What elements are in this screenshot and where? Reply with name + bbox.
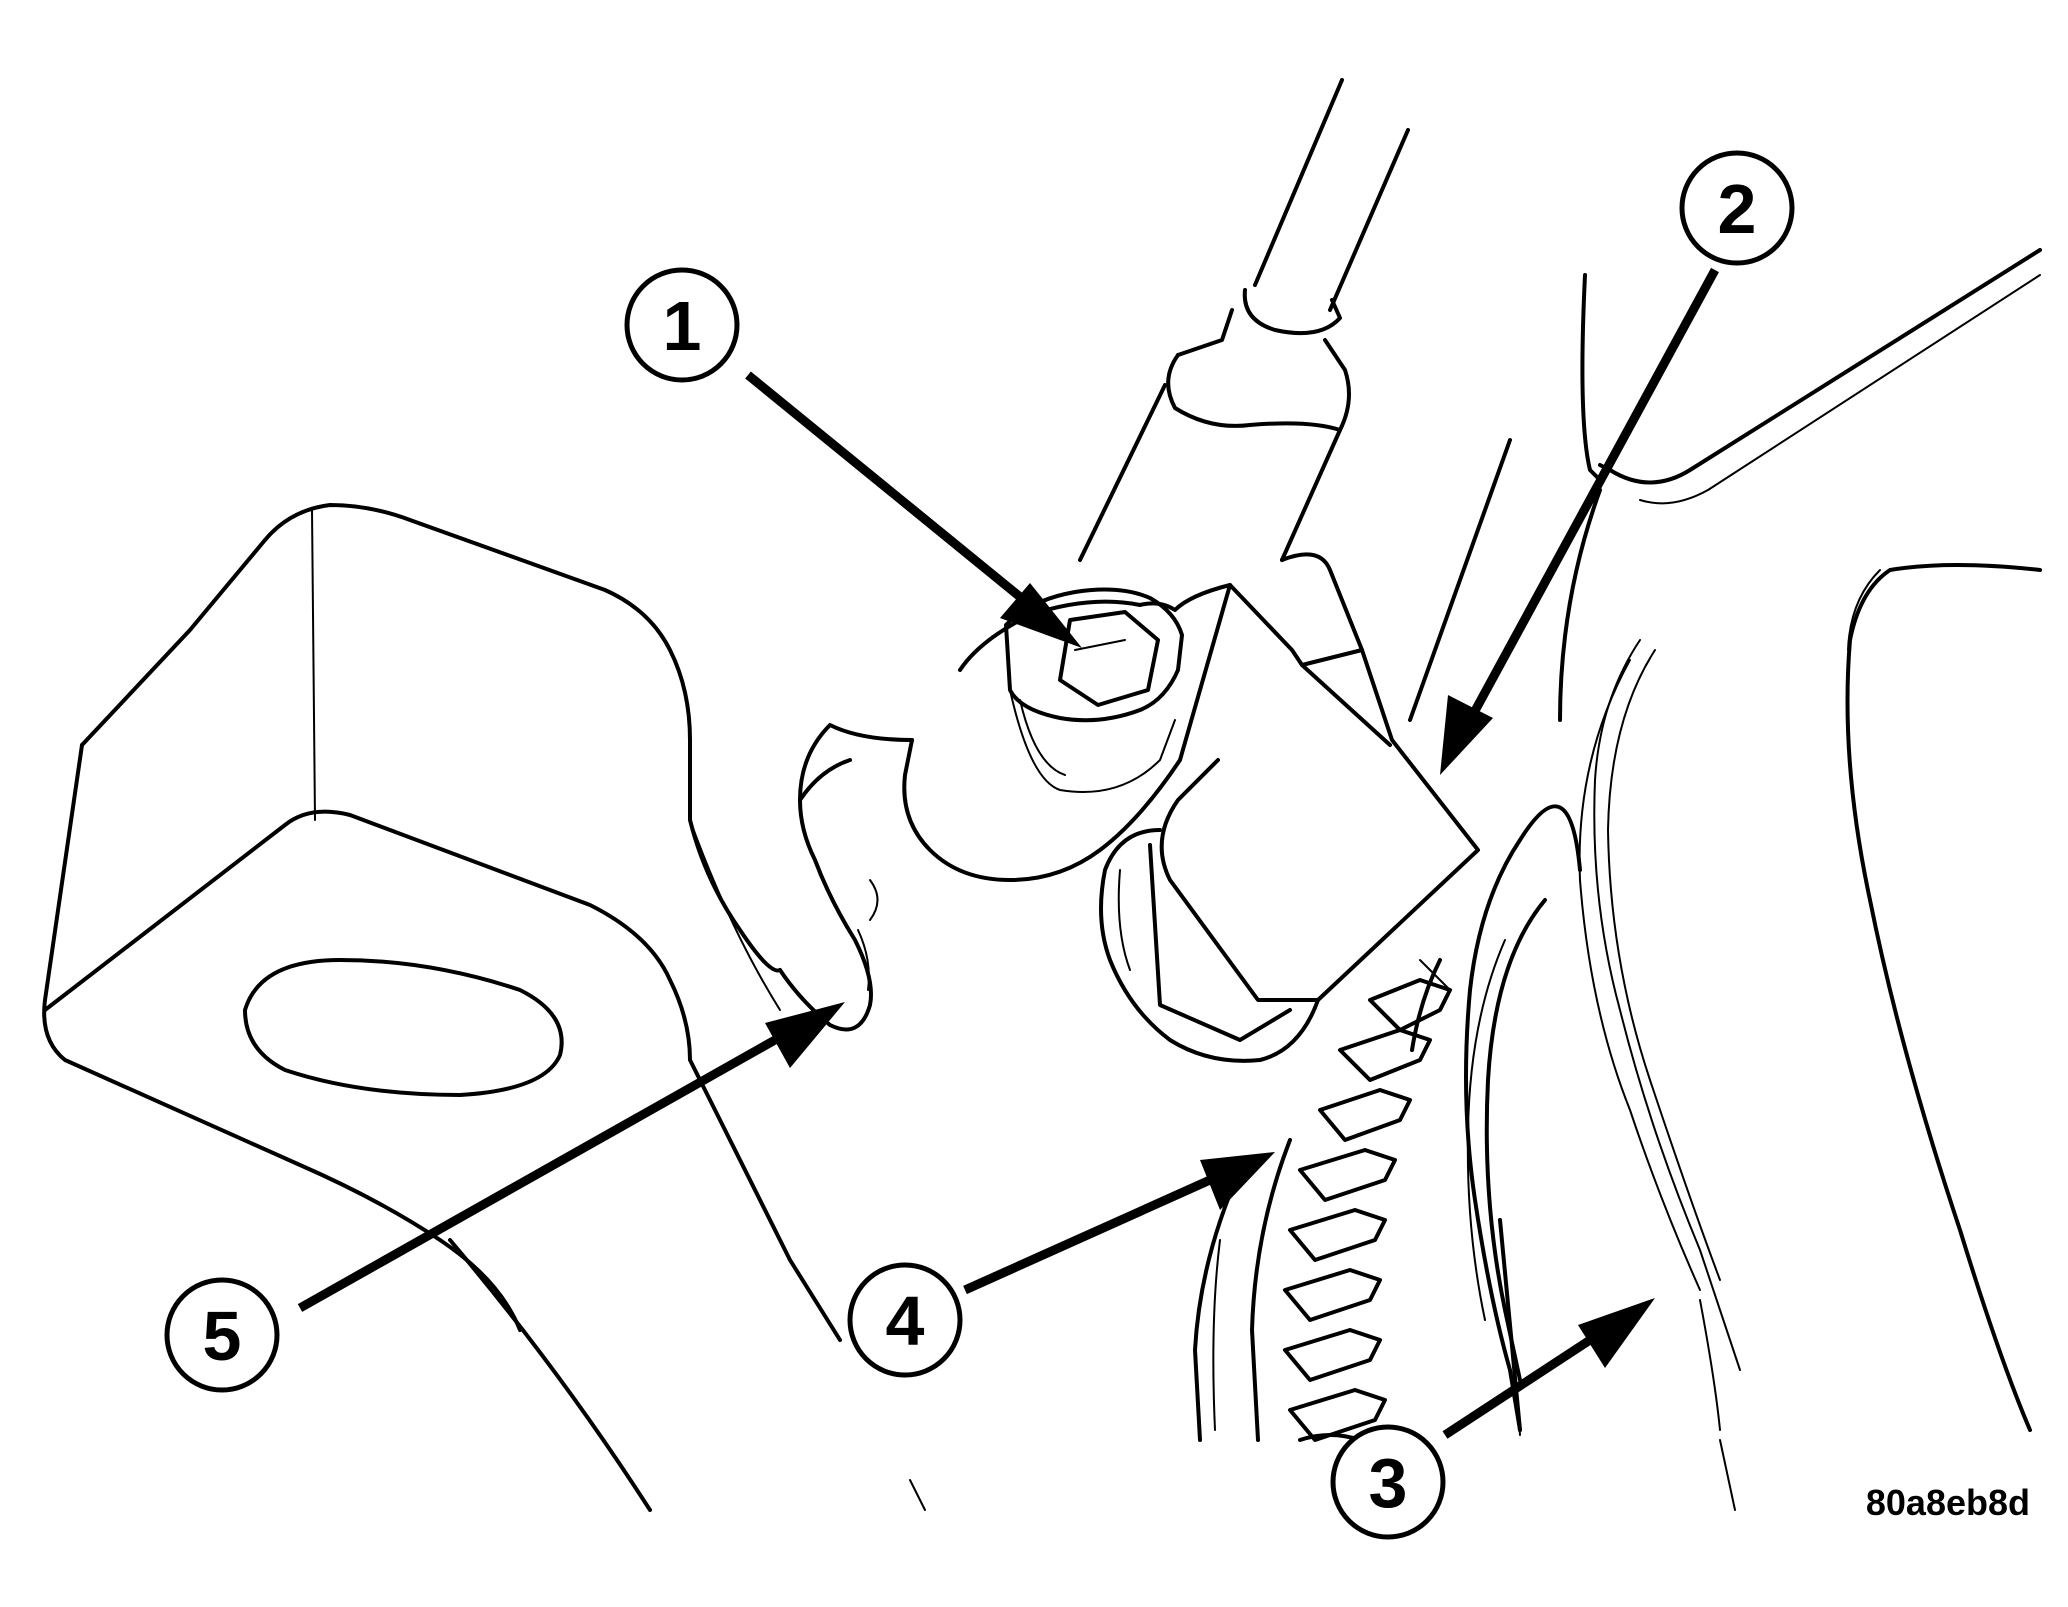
leader-arrow-1: [745, 371, 1033, 609]
callout-circle-1: [624, 267, 740, 383]
leader-arrow-5: [297, 1036, 778, 1312]
sensor-cable: [1078, 78, 1410, 562]
leader-arrow-4: [963, 1175, 1212, 1295]
arrowhead-2: [1440, 695, 1493, 775]
figure-id: 80a8eb8d: [1866, 1482, 2030, 1523]
tone-wheel: [1193, 959, 1452, 1442]
mounting-bolt: [1004, 587, 1184, 793]
sensor-body: [778, 552, 1480, 1032]
callout-circle-3: [1330, 1424, 1446, 1540]
sensor-tip: [1099, 828, 1320, 1063]
leader-arrow-2: [1466, 267, 1719, 723]
leader-arrows: [297, 267, 1719, 1439]
callout-label-3: 3: [1369, 1444, 1408, 1522]
leader-arrow-3: [1442, 1336, 1593, 1439]
callout-label-1: 1: [663, 287, 702, 365]
callout-circle-5: [164, 1277, 280, 1393]
callout-label-2: 2: [1718, 170, 1757, 248]
callout-circle-4: [847, 1262, 963, 1378]
arrowhead-1: [1000, 583, 1082, 648]
callout-label-5: 5: [203, 1297, 242, 1375]
arrowhead-4: [1200, 1152, 1275, 1210]
steering-knuckle: [42, 503, 926, 1512]
wheel-hub: [1408, 248, 2042, 1511]
arrowhead-5: [765, 1002, 845, 1068]
callout-3: 3: [1330, 1424, 1446, 1540]
callout-2: 2: [1679, 150, 1795, 266]
callout-1: 1: [624, 267, 740, 383]
callout-5: 5: [164, 1277, 280, 1393]
arrowhead-3: [1578, 1298, 1655, 1368]
callout-circle-2: [1679, 150, 1795, 266]
callout-4: 4: [847, 1262, 963, 1378]
callout-label-4: 4: [886, 1282, 925, 1360]
